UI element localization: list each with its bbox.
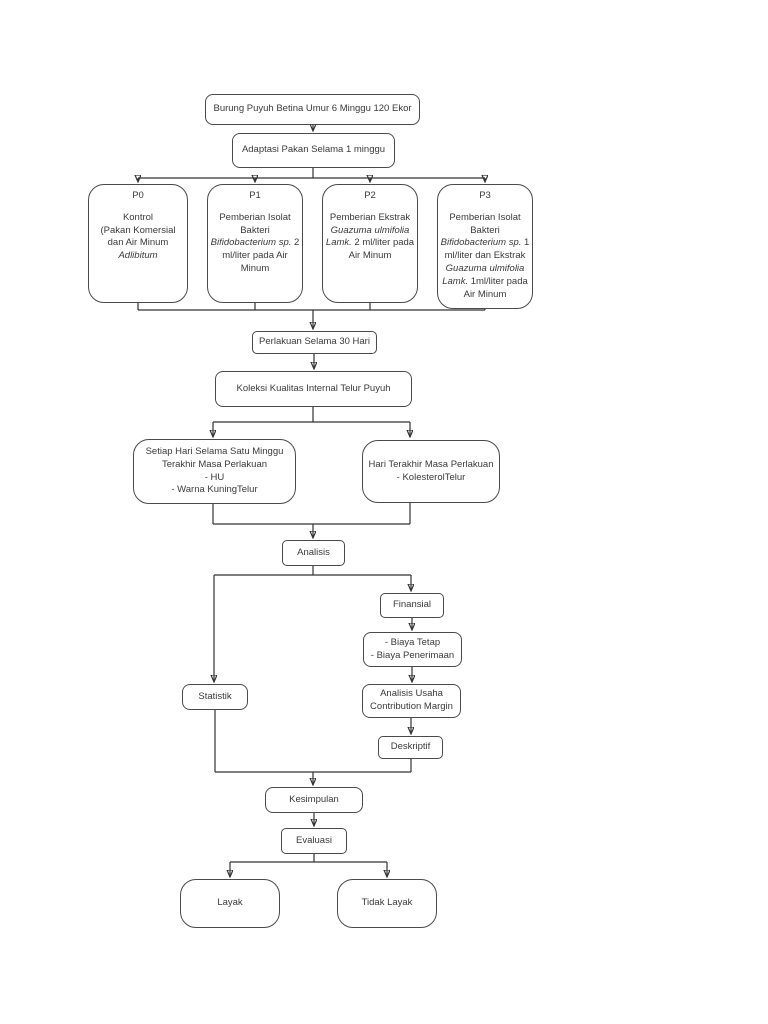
node-koleksi-label: Koleksi Kualitas Internal Telur Puyuh bbox=[236, 382, 391, 394]
node-biaya: - Biaya Tetap- Biaya Penerimaan bbox=[363, 632, 462, 667]
node-start-label: Burung Puyuh Betina Umur 6 Minggu 120 Ek… bbox=[213, 103, 412, 115]
node-perlakuan: Perlakuan Selama 30 Hari bbox=[252, 331, 377, 354]
node-p2-header: P2 bbox=[364, 190, 376, 201]
node-deskriptif-label: Deskriptif bbox=[390, 741, 431, 753]
node-layak-label: Layak bbox=[217, 897, 243, 909]
node-evaluasi-label: Evaluasi bbox=[296, 834, 332, 846]
node-finansial: Finansial bbox=[380, 593, 444, 618]
node-koleksi: Koleksi Kualitas Internal Telur Puyuh bbox=[215, 371, 412, 407]
node-finansial-label: Finansial bbox=[392, 599, 432, 611]
node-adaptasi: Adaptasi Pakan Selama 1 minggu bbox=[232, 133, 395, 168]
node-kesimpulan-label: Kesimpulan bbox=[289, 793, 339, 805]
node-statistik-label: Statistik bbox=[198, 690, 232, 702]
node-adaptasi-label: Adaptasi Pakan Selama 1 minggu bbox=[241, 144, 386, 156]
node-p0-header: P0 bbox=[132, 190, 144, 201]
node-evaluasi: Evaluasi bbox=[281, 828, 347, 854]
node-kesimpulan: Kesimpulan bbox=[265, 787, 363, 813]
node-hari-terakhir-body: Hari Terakhir Masa Perlakuan- Kolesterol… bbox=[368, 458, 494, 483]
node-tidak-layak: Tidak Layak bbox=[337, 879, 437, 928]
node-p3-header: P3 bbox=[479, 190, 491, 201]
node-analisis: Analisis bbox=[282, 540, 345, 566]
node-layak: Layak bbox=[180, 879, 280, 928]
node-deskriptif: Deskriptif bbox=[378, 736, 443, 759]
node-hari-terakhir: Hari Terakhir Masa Perlakuan- Kolesterol… bbox=[362, 440, 500, 503]
node-perlakuan-label: Perlakuan Selama 30 Hari bbox=[259, 336, 370, 348]
node-analisis-label: Analisis bbox=[297, 546, 330, 558]
node-biaya-body: - Biaya Tetap- Biaya Penerimaan bbox=[370, 636, 455, 661]
node-tidak-layak-label: Tidak Layak bbox=[361, 897, 413, 909]
node-p1-header: P1 bbox=[249, 190, 261, 201]
node-start: Burung Puyuh Betina Umur 6 Minggu 120 Ek… bbox=[205, 94, 420, 125]
node-statistik: Statistik bbox=[182, 684, 248, 710]
